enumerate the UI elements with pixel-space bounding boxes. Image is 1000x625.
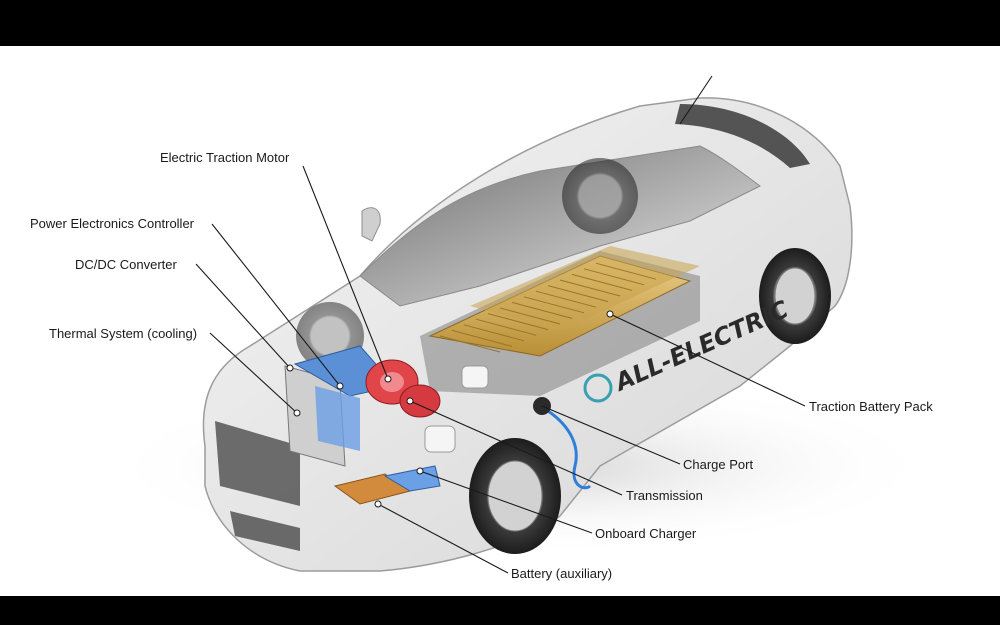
label-thermal-system: Thermal System (cooling)	[49, 326, 198, 341]
front-grille	[215, 421, 300, 506]
motor-graphic	[365, 359, 441, 418]
leader-electric-traction-motor	[302, 165, 389, 380]
battery-cell-line	[475, 318, 537, 336]
coolant-reservoir	[461, 365, 489, 389]
leader-roof	[679, 75, 713, 125]
side-mirror	[361, 207, 381, 242]
leader-thermal-system	[209, 332, 298, 414]
dot-thermal	[293, 409, 301, 417]
battery-cell-line	[547, 285, 609, 303]
rear-wheel-far	[562, 158, 638, 234]
charge-cable	[547, 409, 592, 490]
dot-charger	[416, 467, 424, 475]
diagram-canvas: ALL-ELECTRIC Electric Tracti	[0, 46, 1000, 596]
leader-traction-battery-pack	[609, 313, 806, 407]
car-cutaway-illustration: ALL-ELECTRIC	[100, 75, 940, 574]
battery-cell-line	[583, 268, 645, 286]
dot-battery-pack	[606, 310, 614, 318]
leader-onboard-charger	[419, 470, 593, 534]
battery-cell-line	[595, 262, 657, 280]
windshield	[359, 145, 761, 307]
battery-cell-line	[511, 301, 573, 319]
battery-cell-line	[451, 329, 513, 347]
brake-reservoir	[424, 425, 456, 453]
battery-cell-line	[487, 313, 549, 331]
leader-dc-dc-converter	[195, 263, 291, 369]
front-rim	[487, 460, 543, 532]
battery-cell-line	[535, 290, 597, 308]
battery-pack-graphic	[420, 246, 700, 396]
label-power-electronics-controller: Power Electronics Controller	[30, 216, 195, 231]
rear-rim	[774, 267, 816, 325]
leader-power-electronics-controller	[211, 223, 341, 387]
rear-window	[675, 104, 810, 168]
label-electric-traction-motor: Electric Traction Motor	[160, 150, 290, 165]
battery-cell-line	[463, 324, 525, 342]
dot-aux-battery	[374, 500, 382, 508]
leader-transmission	[409, 400, 623, 496]
leader-charge-port	[541, 405, 681, 465]
label-onboard-charger: Onboard Charger	[595, 526, 697, 541]
battery-cell-line	[571, 273, 633, 291]
lower-grille	[230, 511, 300, 551]
anchor-dots	[286, 310, 614, 508]
dot-transmission	[406, 397, 414, 405]
battery-cell-line	[523, 296, 585, 314]
label-transmission: Transmission	[626, 488, 703, 503]
battery-cell-line	[439, 335, 501, 353]
leader-battery-auxiliary	[377, 503, 509, 574]
label-battery-auxiliary: Battery (auxiliary)	[511, 566, 613, 581]
battery-cell-line	[559, 279, 621, 297]
battery-cell-line	[499, 307, 561, 325]
label-traction-battery-pack: Traction Battery Pack	[809, 399, 933, 414]
dot-converter	[286, 364, 294, 372]
label-charge-port: Charge Port	[683, 457, 754, 472]
battery-cell-lines	[439, 262, 657, 353]
label-dc-dc-converter: DC/DC Converter	[75, 257, 177, 272]
dot-controller	[336, 382, 344, 390]
leader-lines	[195, 75, 806, 574]
dot-motor	[384, 375, 392, 383]
